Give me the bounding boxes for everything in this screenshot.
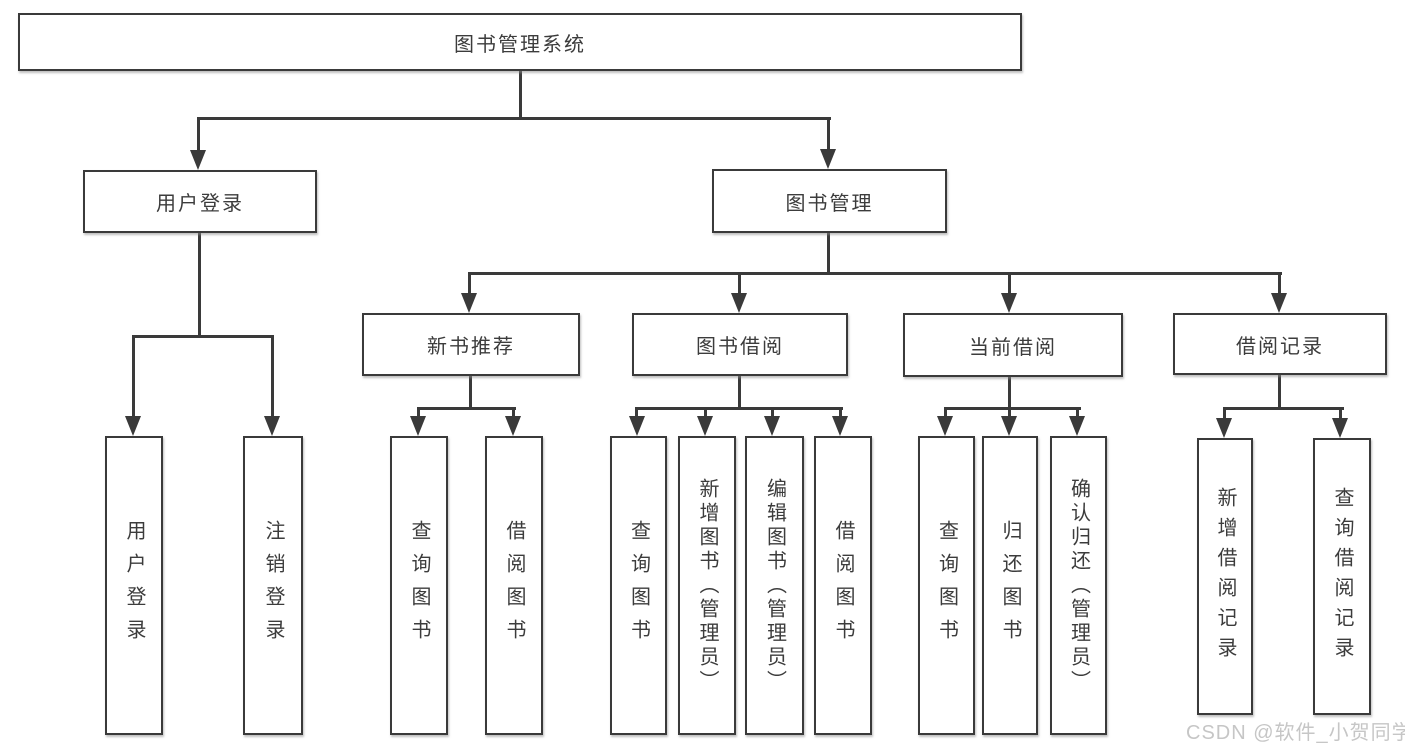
connector-line — [839, 407, 842, 418]
leaf-query-books-current-label: 查询图书 — [935, 519, 958, 652]
leaf-return-books: 归还图书 — [982, 436, 1038, 735]
connector-line — [132, 335, 274, 338]
node-user-login-label: 用户登录 — [156, 193, 244, 215]
connector-line — [1008, 272, 1011, 296]
arrow-down-icon — [410, 416, 426, 436]
connector-line — [1278, 375, 1281, 410]
leaf-add-books-admin-label: 新增图书（管理员） — [696, 477, 718, 694]
connector-line — [271, 335, 274, 418]
arrow-down-icon — [937, 416, 953, 436]
connector-line — [469, 272, 1282, 275]
connector-line — [417, 407, 420, 418]
watermark: CSDN @软件_小贺同学 — [1186, 722, 1405, 744]
connector-line — [198, 233, 201, 337]
connector-line — [132, 335, 135, 418]
leaf-query-books-recommend: 查询图书 — [390, 436, 448, 735]
leaf-confirm-return-admin-label: 确认归还（管理员） — [1067, 477, 1090, 694]
connector-line — [197, 117, 200, 154]
node-book-management: 图书管理 — [712, 169, 947, 233]
arrow-down-icon — [1216, 418, 1232, 438]
connector-line — [635, 407, 843, 410]
node-user-login: 用户登录 — [83, 170, 317, 233]
arrow-down-icon — [697, 416, 713, 436]
arrow-down-icon — [190, 150, 206, 170]
arrow-down-icon — [1001, 293, 1017, 313]
connector-line — [512, 407, 515, 418]
leaf-query-books-borrowing-label: 查询图书 — [627, 519, 650, 652]
leaf-logout-label: 注销登录 — [262, 519, 284, 652]
leaf-confirm-return-admin: 确认归还（管理员） — [1050, 436, 1107, 735]
connector-line — [827, 233, 830, 274]
leaf-add-books-admin: 新增图书（管理员） — [678, 436, 736, 735]
leaf-user-login-label: 用户登录 — [123, 519, 145, 652]
connector-line — [469, 376, 472, 410]
connector-line — [519, 71, 522, 119]
arrow-down-icon — [505, 416, 521, 436]
leaf-logout: 注销登录 — [243, 436, 303, 735]
arrow-down-icon — [764, 416, 780, 436]
arrow-down-icon — [832, 416, 848, 436]
node-borrowing-records: 借阅记录 — [1173, 313, 1387, 375]
node-book-borrowing-label: 图书借阅 — [696, 336, 784, 358]
arrow-down-icon — [461, 293, 477, 313]
connector-line — [468, 272, 471, 296]
node-new-book-recommend-label: 新书推荐 — [427, 336, 515, 358]
leaf-add-borrow-record: 新增借阅记录 — [1197, 438, 1253, 715]
leaf-borrow-books-borrowing-label: 借阅图书 — [832, 519, 854, 652]
node-book-management-label: 图书管理 — [785, 192, 874, 215]
leaf-borrow-books-borrowing: 借阅图书 — [814, 436, 872, 735]
connector-line — [704, 407, 707, 418]
leaf-query-borrow-record-label: 查询借阅记录 — [1331, 486, 1353, 667]
leaf-add-borrow-record-label: 新增借阅记录 — [1214, 486, 1236, 667]
connector-line — [827, 117, 830, 153]
connector-line — [417, 407, 516, 410]
arrow-down-icon — [629, 416, 645, 436]
connector-line — [1008, 377, 1011, 410]
connector-line — [1076, 407, 1079, 418]
leaf-return-books-label: 归还图书 — [999, 519, 1021, 652]
leaf-query-books-borrowing: 查询图书 — [610, 436, 667, 735]
connector-line — [738, 272, 741, 296]
node-current-borrowing: 当前借阅 — [903, 313, 1123, 377]
connector-line — [197, 117, 831, 120]
arrow-down-icon — [1001, 416, 1017, 436]
leaf-query-books-recommend-label: 查询图书 — [408, 519, 430, 652]
arrow-down-icon — [1069, 416, 1085, 436]
leaf-edit-books-admin: 编辑图书（管理员） — [745, 436, 804, 735]
leaf-user-login: 用户登录 — [105, 436, 163, 735]
connector-line — [738, 376, 741, 410]
connector-line — [1008, 407, 1011, 418]
connector-line — [635, 407, 638, 418]
leaf-edit-books-admin-label: 编辑图书（管理员） — [763, 477, 786, 694]
connector-line — [944, 407, 1081, 410]
arrow-down-icon — [731, 293, 747, 313]
node-library-system: 图书管理系统 — [18, 13, 1022, 71]
node-book-borrowing: 图书借阅 — [632, 313, 848, 376]
connector-line — [1339, 407, 1342, 420]
arrow-down-icon — [125, 416, 141, 436]
arrow-down-icon — [820, 149, 836, 169]
leaf-query-borrow-record: 查询借阅记录 — [1313, 438, 1371, 715]
leaf-query-books-current: 查询图书 — [918, 436, 975, 735]
arrow-down-icon — [1332, 418, 1348, 438]
connector-line — [1278, 272, 1281, 296]
node-current-borrowing-label: 当前借阅 — [969, 336, 1057, 359]
leaf-borrow-books-recommend-label: 借阅图书 — [503, 519, 525, 652]
connector-line — [1223, 407, 1226, 420]
arrow-down-icon — [1271, 293, 1287, 313]
connector-line — [944, 407, 947, 418]
arrow-down-icon — [264, 416, 280, 436]
connector-line — [1224, 407, 1344, 410]
node-library-system-label: 图书管理系统 — [454, 33, 586, 56]
node-borrowing-records-label: 借阅记录 — [1236, 335, 1324, 358]
node-new-book-recommend: 新书推荐 — [362, 313, 580, 376]
leaf-borrow-books-recommend: 借阅图书 — [485, 436, 543, 735]
connector-line — [771, 407, 774, 418]
